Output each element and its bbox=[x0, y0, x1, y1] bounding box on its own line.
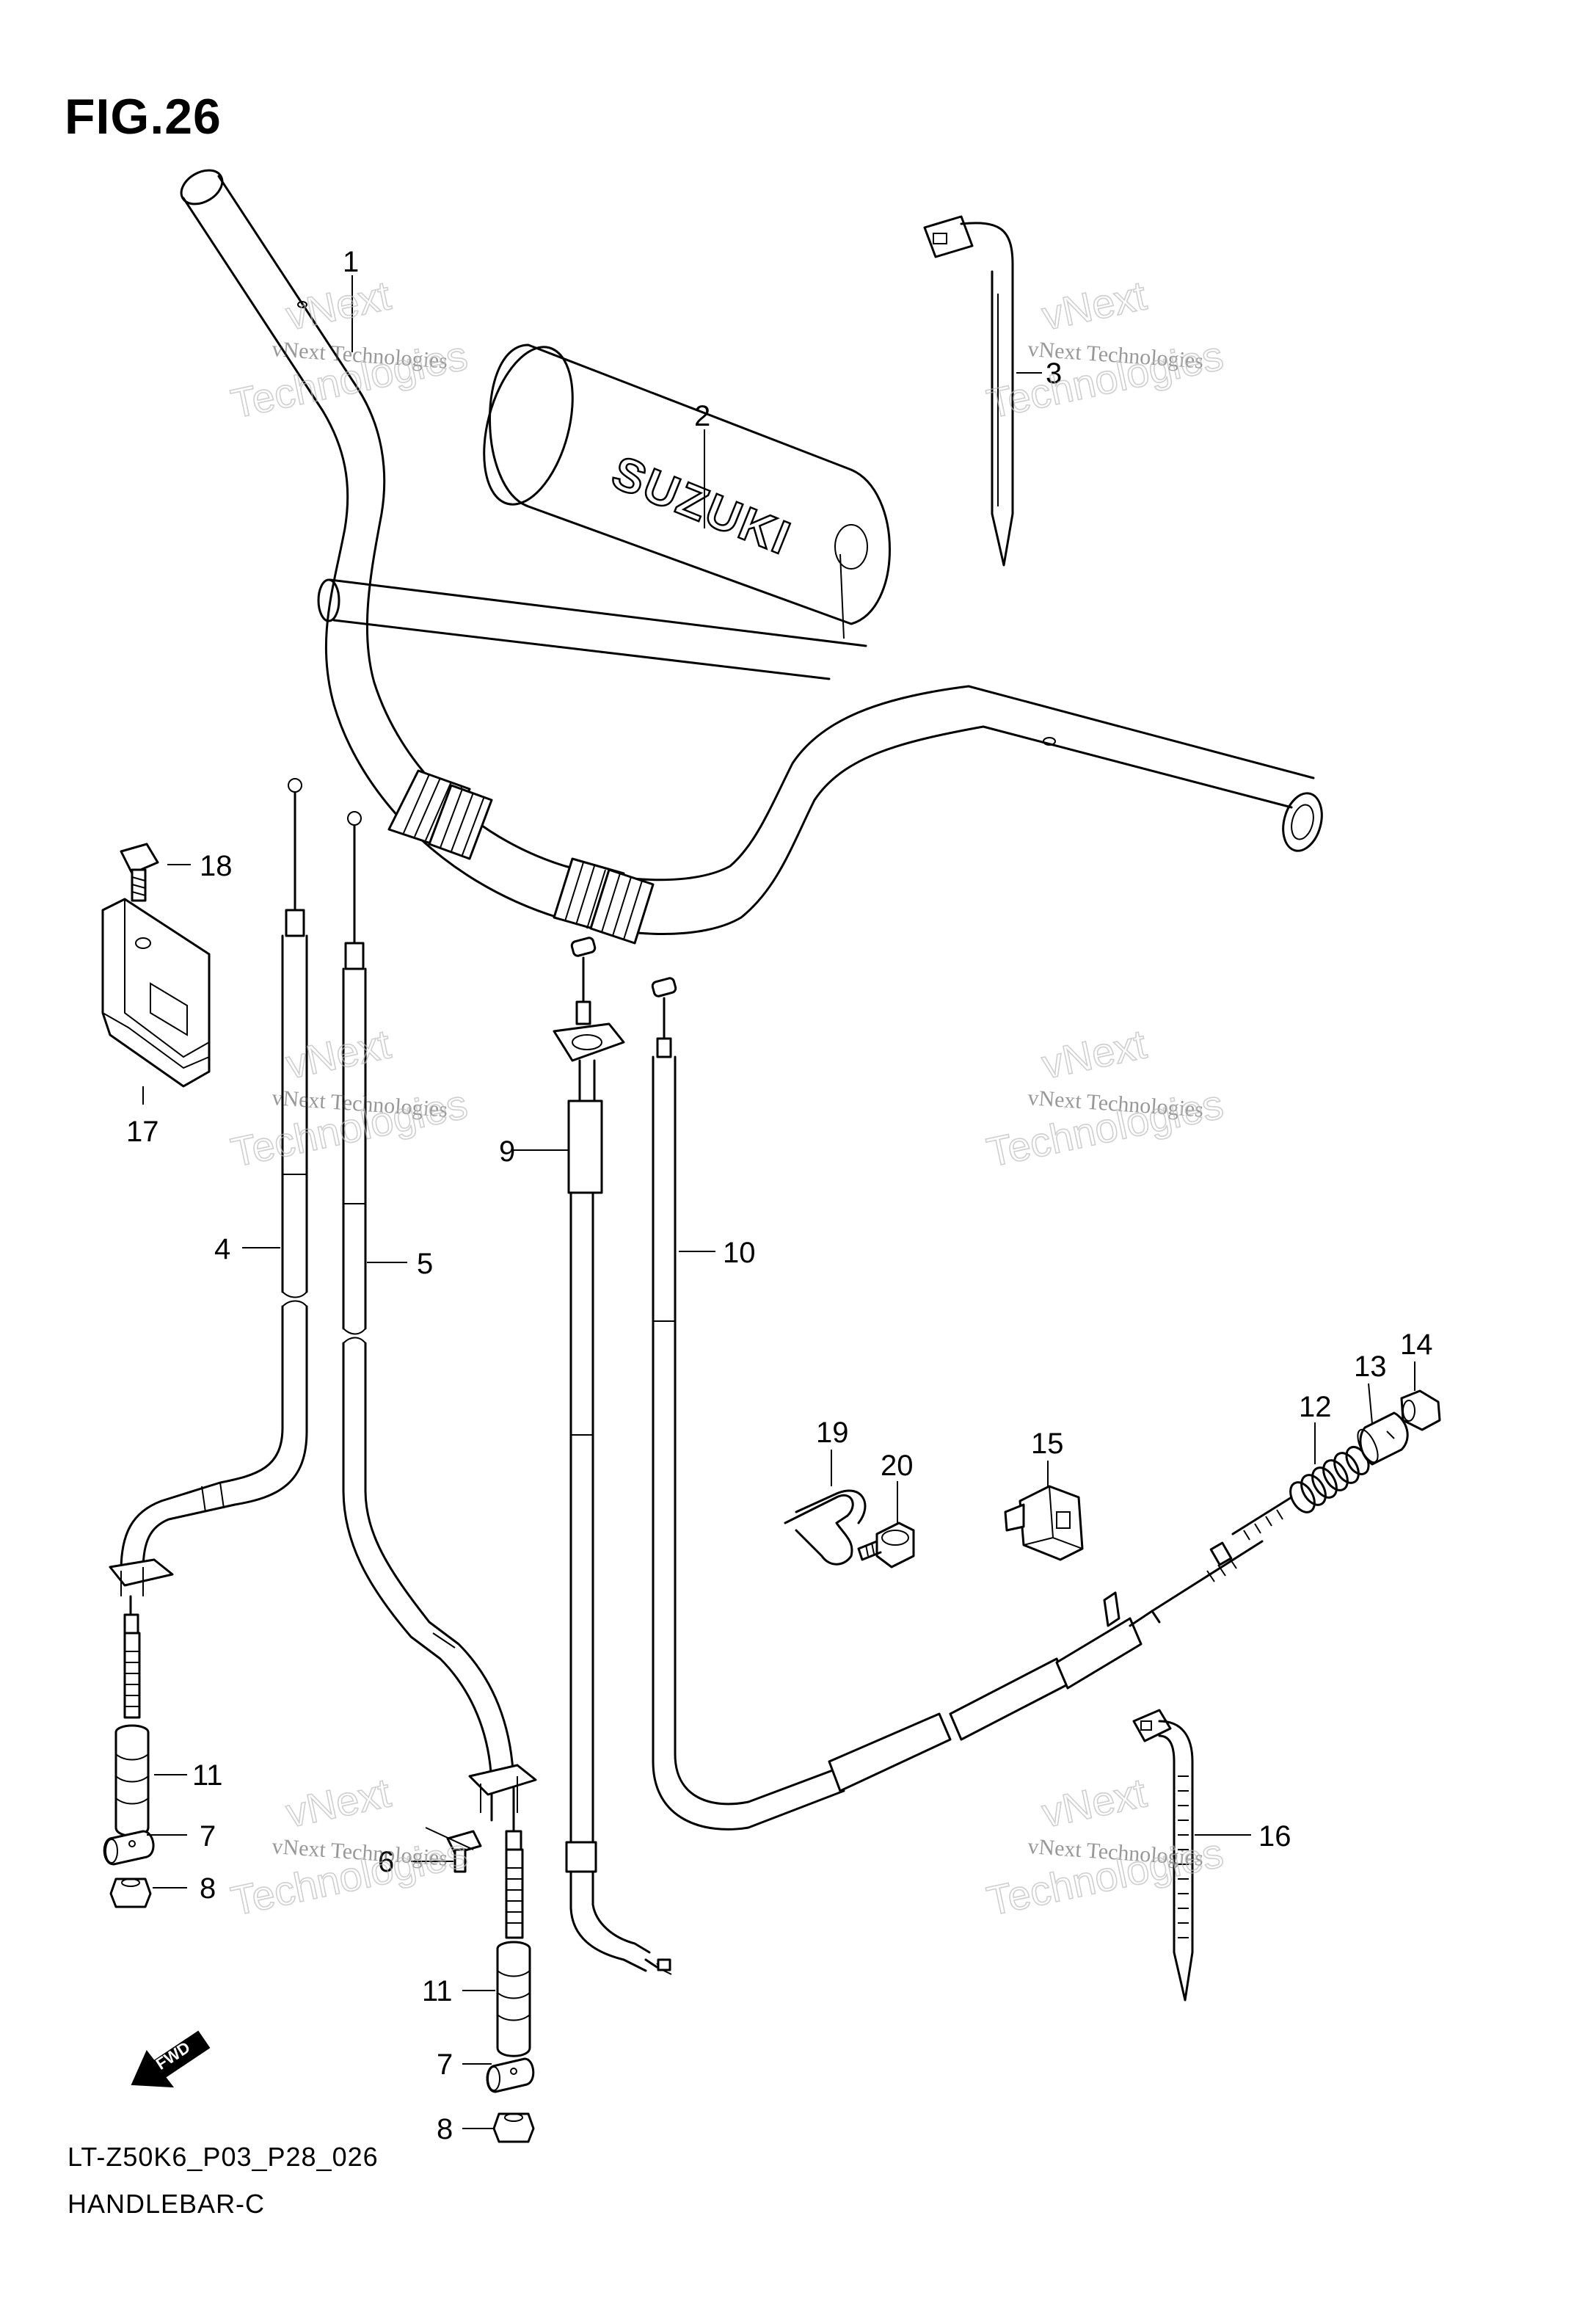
collar-13 bbox=[1357, 1411, 1409, 1466]
callout-9: 9 bbox=[499, 1135, 515, 1168]
callout-20: 20 bbox=[881, 1450, 914, 1482]
figure-name: HANDLEBAR-C bbox=[68, 2189, 266, 2219]
nut-14 bbox=[1400, 1389, 1441, 1431]
boot-11-left bbox=[114, 1724, 150, 1837]
callout-16: 16 bbox=[1258, 1820, 1291, 1853]
nut-7-left bbox=[103, 1830, 155, 1866]
leader-lines bbox=[142, 275, 1415, 2129]
clip-19 bbox=[784, 1489, 867, 1566]
callout-11: 11 bbox=[192, 1759, 223, 1792]
nut-8-center bbox=[492, 2112, 535, 2143]
svg-text:vNext: vNext bbox=[1038, 1769, 1151, 1836]
boot-11-center bbox=[496, 1941, 531, 2057]
nut-7-center bbox=[486, 2057, 535, 2093]
callout-12: 12 bbox=[1299, 1391, 1332, 1423]
watermark: vNext Technologies vNext Technologies bbox=[983, 1768, 1228, 1924]
cable-tie-3 bbox=[923, 215, 1014, 567]
svg-text:vNext: vNext bbox=[1038, 1020, 1151, 1087]
bracket-17 bbox=[101, 898, 211, 1088]
callout-5: 5 bbox=[417, 1248, 433, 1280]
callout-13: 13 bbox=[1354, 1351, 1387, 1383]
callout-6: 6 bbox=[378, 1846, 394, 1878]
svg-text:vNext: vNext bbox=[1038, 272, 1151, 338]
cable-5 bbox=[342, 811, 537, 1939]
callout-14: 14 bbox=[1400, 1328, 1433, 1361]
figure-title: FIG.26 bbox=[65, 89, 222, 145]
watermark: vNext Technologies vNext Technologies bbox=[227, 1019, 472, 1176]
callout-8: 8 bbox=[200, 1872, 216, 1905]
spring-12 bbox=[1289, 1446, 1370, 1513]
fwd-arrow-icon: FWD bbox=[131, 2030, 211, 2088]
cable-tie-16 bbox=[1132, 1709, 1194, 2002]
knurl-left bbox=[387, 769, 493, 860]
callout-10: 10 bbox=[723, 1237, 756, 1269]
screw-6 bbox=[425, 1827, 482, 1873]
callout-1: 1 bbox=[343, 246, 359, 278]
callout-7: 7 bbox=[200, 1820, 216, 1853]
callouts: 1 2 3 4 5 6 7 8 9 10 11 12 13 14 15 16 1… bbox=[126, 246, 1433, 2145]
cable-9 bbox=[553, 937, 672, 1975]
cable-10 bbox=[651, 977, 1293, 1831]
callout-18: 18 bbox=[200, 850, 233, 882]
watermark: vNext Technologies vNext Technologies bbox=[983, 1019, 1228, 1176]
watermark: vNext Technologies vNext Technologies bbox=[227, 271, 472, 427]
callout-7b: 7 bbox=[437, 2049, 453, 2081]
callout-19: 19 bbox=[816, 1417, 849, 1449]
cable-4 bbox=[109, 778, 308, 1719]
handlebar bbox=[180, 169, 1323, 945]
bolt-18 bbox=[120, 843, 159, 902]
callout-11b: 11 bbox=[422, 1975, 453, 2007]
callout-2: 2 bbox=[694, 400, 710, 432]
pad-brand-text: SUZUKI bbox=[605, 446, 799, 565]
svg-text:vNext: vNext bbox=[282, 1020, 395, 1087]
handlebar-pad: SUZUKI bbox=[483, 343, 891, 639]
figure-code: LT-Z50K6_P03_P28_026 bbox=[68, 2142, 379, 2172]
watermark: vNext Technologies vNext Technologies bbox=[983, 271, 1228, 427]
nut-8-left bbox=[109, 1877, 152, 1908]
callout-8b: 8 bbox=[437, 2113, 453, 2145]
watermark: vNext Technologies vNext Technologies bbox=[227, 1768, 472, 1924]
svg-text:vNext: vNext bbox=[282, 272, 395, 338]
svg-text:vNext: vNext bbox=[282, 1769, 395, 1836]
callout-17: 17 bbox=[126, 1116, 159, 1148]
screw-20 bbox=[857, 1522, 915, 1568]
callout-3: 3 bbox=[1046, 357, 1062, 390]
knurl-right bbox=[553, 857, 655, 945]
callout-4: 4 bbox=[214, 1233, 230, 1265]
clamp-15 bbox=[1004, 1485, 1084, 1561]
callout-15: 15 bbox=[1031, 1428, 1064, 1460]
